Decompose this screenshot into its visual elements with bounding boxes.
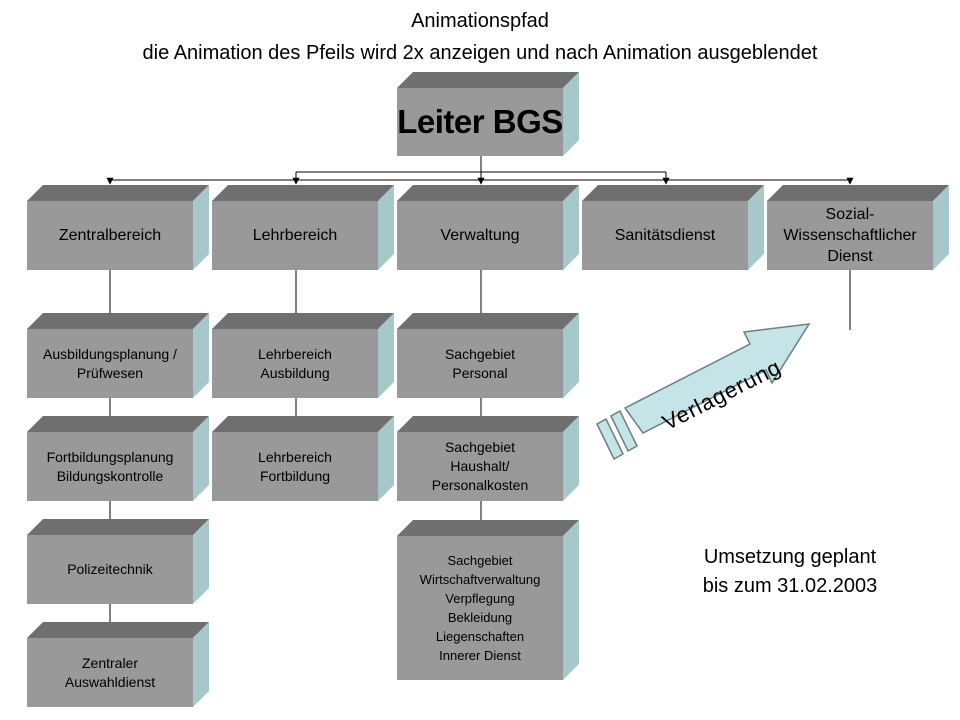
unit-label-ausbildungsplanung: Ausbildungsplanung / Prüfwesen	[43, 345, 177, 381]
unit-box-polizeitechnik-front-face	[27, 535, 193, 604]
dept-label-sozialwissenschaftlicher-dienst: Sozial- Wissenschaftlicher Dienst	[783, 206, 917, 265]
unit-box-lehrbereich-fortbildung-top-face	[212, 416, 394, 432]
unit-box-lehrbereich-ausbildung-side-face	[378, 313, 394, 398]
dept-box-lehrbereich[interactable]: Lehrbereich	[212, 201, 378, 270]
unit-box-polizeitechnik-side-face	[193, 519, 209, 604]
dept-box-verwaltung-side-face	[563, 185, 579, 270]
unit-box-ausbildungsplanung-top-face	[27, 313, 209, 329]
dept-box-sanitaetsdienst-top-face	[582, 185, 764, 201]
unit-box-zentraler-auswahldienst-top-face	[27, 622, 209, 638]
unit-label-sachgebiet-haushalt: Sachgebiet Haushalt/ Personalkosten	[431, 439, 529, 493]
unit-label-fortbildungsplanung: Fortbildungsplanung Bildungskontrolle	[46, 448, 174, 484]
unit-box-lehrbereich-ausbildung-front-face	[212, 329, 378, 398]
unit-box-fortbildungsplanung-front-face	[27, 432, 193, 501]
unit-box-zentraler-auswahldienst[interactable]: Zentraler Auswahldienst	[27, 638, 193, 707]
unit-box-sachgebiet-haushalt[interactable]: Sachgebiet Haushalt/ Personalkosten	[397, 432, 563, 501]
unit-box-sachgebiet-wirtschaftverwaltung-top-face	[397, 520, 579, 536]
dept-box-zentralbereich-front-face	[27, 201, 193, 270]
dept-box-sanitaetsdienst-side-face	[748, 185, 764, 270]
root-box-leiter-bgs-top-face	[397, 72, 579, 88]
dept-box-lehrbereich-side-face	[378, 185, 394, 270]
unit-box-lehrbereich-fortbildung[interactable]: Lehrbereich Fortbildung	[212, 432, 378, 501]
unit-box-sachgebiet-haushalt-side-face	[563, 416, 579, 501]
root-box-leiter-bgs-front-face	[397, 88, 563, 156]
dept-box-sozialwissenschaftlicher-dienst-top-face	[767, 185, 949, 201]
diagram-title: Animationspfad	[411, 10, 549, 32]
unit-label-sachgebiet-personal: Sachgebiet Personal	[444, 345, 516, 381]
unit-box-sachgebiet-personal-front-face	[397, 329, 563, 398]
dept-box-sanitaetsdienst[interactable]: Sanitätsdienst	[582, 201, 748, 270]
unit-box-lehrbereich-fortbildung-front-face	[212, 432, 378, 501]
arrow-tail-stripe-2	[596, 417, 624, 461]
dept-box-sanitaetsdienst-front-face	[582, 201, 748, 270]
unit-label-sachgebiet-wirtschaftverwaltung: Sachgebiet Wirtschaftverwaltung Verpfleg…	[419, 553, 541, 663]
dept-box-sozialwissenschaftlicher-dienst-front-face	[767, 201, 933, 270]
dept-box-zentralbereich-top-face	[27, 185, 209, 201]
dept-box-sozialwissenschaftlicher-dienst[interactable]: Sozial- Wissenschaftlicher Dienst	[767, 201, 933, 270]
unit-label-lehrbereich-fortbildung: Lehrbereich Fortbildung	[258, 448, 332, 484]
unit-box-fortbildungsplanung[interactable]: Fortbildungsplanung Bildungskontrolle	[27, 432, 193, 501]
dept-box-lehrbereich-front-face	[212, 201, 378, 270]
dept-label-lehrbereich: Lehrbereich	[252, 227, 338, 244]
unit-box-zentraler-auswahldienst-front-face	[27, 638, 193, 707]
unit-box-ausbildungsplanung-side-face	[193, 313, 209, 398]
dept-box-verwaltung[interactable]: Verwaltung	[397, 201, 563, 270]
unit-box-lehrbereich-ausbildung-top-face	[212, 313, 394, 329]
unit-box-fortbildungsplanung-side-face	[193, 416, 209, 501]
unit-box-sachgebiet-personal-side-face	[563, 313, 579, 398]
unit-box-sachgebiet-wirtschaftverwaltung-front-face	[397, 536, 563, 680]
arrow-tail-stripe-1	[610, 409, 638, 453]
unit-box-lehrbereich-ausbildung[interactable]: Lehrbereich Ausbildung	[212, 329, 378, 398]
unit-box-sachgebiet-personal[interactable]: Sachgebiet Personal	[397, 329, 563, 398]
unit-box-sachgebiet-personal-top-face	[397, 313, 579, 329]
unit-box-ausbildungsplanung[interactable]: Ausbildungsplanung / Prüfwesen	[27, 329, 193, 398]
root-box-leiter-bgs-side-face	[563, 72, 579, 156]
dept-box-zentralbereich-side-face	[193, 185, 209, 270]
dept-label-sanitaetsdienst: Sanitätsdienst	[614, 227, 716, 244]
unit-box-sachgebiet-wirtschaftverwaltung-side-face	[563, 520, 579, 680]
implementation-note-line-2: bis zum 31.02.2003	[702, 575, 878, 597]
unit-label-lehrbereich-ausbildung: Lehrbereich Ausbildung	[258, 345, 332, 381]
unit-box-ausbildungsplanung-front-face	[27, 329, 193, 398]
relocation-arrow-icon	[596, 323, 811, 461]
unit-box-sachgebiet-wirtschaftverwaltung[interactable]: Sachgebiet Wirtschaftverwaltung Verpfleg…	[397, 536, 563, 680]
dept-label-verwaltung: Verwaltung	[440, 227, 520, 244]
unit-label-polizeitechnik: Polizeitechnik	[67, 561, 153, 577]
unit-box-polizeitechnik[interactable]: Polizeitechnik	[27, 535, 193, 604]
root-box-leiter-bgs[interactable]: Leiter BGS	[397, 88, 563, 156]
dept-box-zentralbereich[interactable]: Zentralbereich	[27, 201, 193, 270]
unit-label-zentraler-auswahldienst: Zentraler Auswahldienst	[64, 654, 156, 690]
dept-box-lehrbereich-top-face	[212, 185, 394, 201]
dept-label-zentralbereich: Zentralbereich	[58, 227, 162, 244]
implementation-note-line-1: Umsetzung geplant	[703, 546, 877, 568]
dept-box-verwaltung-top-face	[397, 185, 579, 201]
unit-box-polizeitechnik-top-face	[27, 519, 209, 535]
unit-box-fortbildungsplanung-top-face	[27, 416, 209, 432]
unit-box-zentraler-auswahldienst-side-face	[193, 622, 209, 707]
root-label: Leiter BGS	[397, 103, 563, 140]
unit-box-lehrbereich-fortbildung-side-face	[378, 416, 394, 501]
dept-box-verwaltung-front-face	[397, 201, 563, 270]
dept-box-sozialwissenschaftlicher-dienst-side-face	[933, 185, 949, 270]
diagram-subtitle: die Animation des Pfeils wird 2x anzeige…	[142, 42, 818, 64]
unit-box-sachgebiet-haushalt-front-face	[397, 432, 563, 501]
unit-box-sachgebiet-haushalt-top-face	[397, 416, 579, 432]
arrow-head-body	[623, 323, 811, 434]
